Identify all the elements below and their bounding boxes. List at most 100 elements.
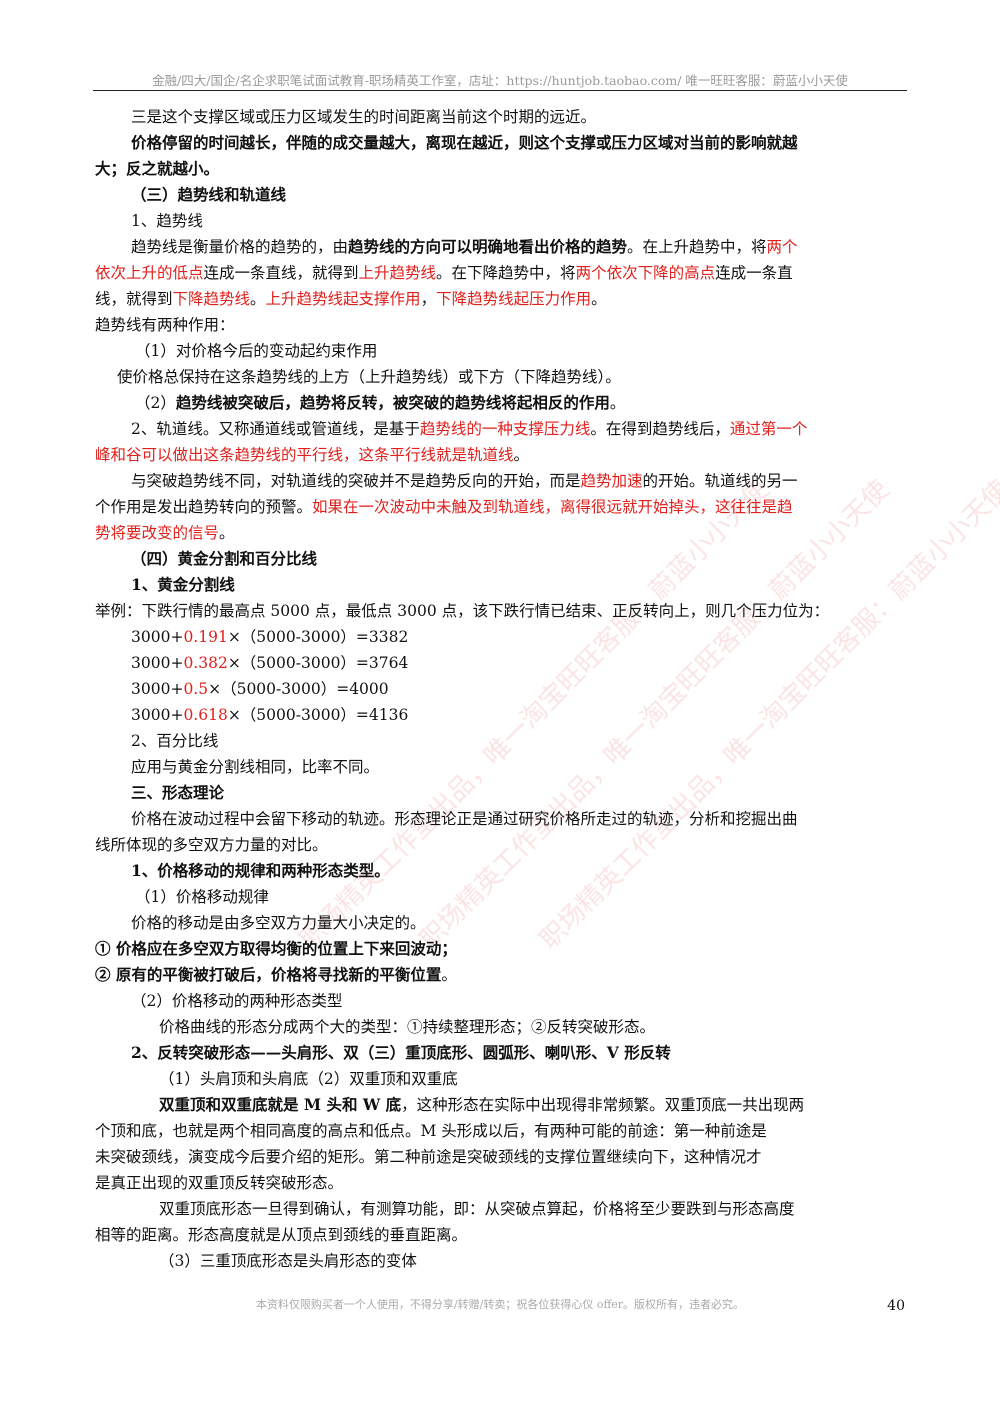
text-line: 1、价格移动的规律和两种形态类型。 [95,858,895,884]
text-line: （1）价格移动规律 [95,884,895,910]
text-segment: 3000+ [131,654,184,672]
text-segment: 3000+ [131,628,184,646]
header-divider [93,90,907,91]
text-segment: 价格的移动是由多空双方力量大小决定的。 [131,914,426,932]
text-line: （2）趋势线被突破后，趋势将反转，被突破的趋势线将起相反的作用。 [95,390,895,416]
text-segment: 趋势线的方向可以明确地看出价格的趋势 [348,237,628,256]
text-segment: （3）三重顶底形态是头肩形态的变体 [159,1252,417,1270]
text-segment: ×（5000-3000）=3764 [227,654,409,672]
text-line: （2）价格移动的两种形态类型 [95,988,895,1014]
text-segment: （1）头肩顶和头肩底（2）双重顶和双重底 [159,1070,458,1088]
text-segment: 双重顶底形态一旦得到确认，有测算功能，即：从突破点算起，价格将至少要跌到与形态高… [159,1200,795,1218]
text-line: 线，就得到下降趋势线。上升趋势线起支撑作用，下降趋势线起压力作用。 [95,286,895,312]
text-line: 势将要改变的信号。 [95,520,895,546]
document-body: 三是这个支撑区域或压力区域发生的时间距离当前这个时期的远近。价格停留的时间越长，… [95,104,895,1274]
text-segment: ×（5000-3000）=4000 [208,680,389,698]
text-segment: 上升趋势线起支撑作用 [265,290,421,308]
text-line: 与突破趋势线不同，对轨道线的突破并不是趋势反向的开始，而是趋势加速的开始。轨道线… [95,468,895,494]
text-segment: 2、反转突破形态——头肩形、双（三）重顶底形、圆弧形、喇叭形、V 形反转 [131,1043,671,1062]
text-segment: ② 原有的平衡被打破后，价格将寻找新的平衡位置 [95,965,442,984]
text-segment: 0.382 [183,654,228,672]
text-segment: 三是这个支撑区域或压力区域发生的时间距离当前这个时期的远近。 [131,108,597,126]
text-segment: 上升趋势线 [358,264,437,282]
text-line: 2、百分比线 [95,728,895,754]
text-line: 价格的移动是由多空双方力量大小决定的。 [95,910,895,936]
text-segment: 。 [250,290,266,308]
text-segment: 下降趋势线起压力作用 [436,290,592,308]
text-segment: 势将要改变的信号 [95,524,220,542]
text-segment: 。 [513,446,530,464]
text-segment: 。在下降趋势中，将 [436,264,576,282]
footer-notice: 本资料仅限购买者一个人使用，不得分享/转赠/转卖；祝各位获得心仪 offer。版… [255,1298,745,1311]
text-line: （3）三重顶底形态是头肩形态的变体 [95,1248,895,1274]
text-segment: 价格在波动过程中会留下移动的轨迹。形态理论正是通过研究价格所走过的轨迹，分析和挖… [131,810,798,828]
text-line: 2、轨道线。又称通道线或管道线，是基于趋势线的一种支撑压力线。在得到趋势线后，通… [95,416,895,442]
text-line: 相等的距离。形态高度就是从顶点到颈线的垂直距离。 [95,1222,895,1248]
text-segment: 2、轨道线。又称通道线或管道线，是基于 [131,420,420,438]
text-line: 线所体现的多空双方力量的对比。 [95,832,895,858]
text-line: （1）对价格今后的变动起约束作用 [95,338,895,364]
text-segment: 价格停留的时间越长，伴随的成交量越大，离现在越近，则这个支撑或压力区域对当前的影… [131,133,798,152]
text-line: 未突破颈线，演变成今后要介绍的矩形。第二种前途是突破颈线的支撑位置继续向下，这种… [95,1144,895,1170]
text-segment: 趋势线是衡量价格的趋势的，由 [131,238,349,256]
text-line: ② 原有的平衡被打破后，价格将寻找新的平衡位置。 [95,962,895,988]
text-segment: 趋势加速 [580,472,643,490]
text-segment: 1、价格移动的规律和两种形态类型。 [131,861,390,880]
text-segment: 2、百分比线 [131,732,219,750]
text-segment: 趋势线被突破后，趋势将反转，被突破的趋势线将起相反的作用 [175,393,610,412]
text-segment: 举例：下跌行情的最高点 5000 点，最低点 3000 点，该下跌行情已结束、正… [95,602,830,620]
text-segment: （2）价格移动的两种形态类型 [131,992,343,1010]
text-line: 依次上升的低点连成一条直线，就得到上升趋势线。在下降趋势中，将两个依次下降的高点… [95,260,895,286]
text-segment: 3000+ [131,706,184,724]
text-line: 双重顶底形态一旦得到确认，有测算功能，即：从突破点算起，价格将至少要跌到与形态高… [95,1196,895,1222]
text-segment: 0.5 [183,680,209,698]
page-number: 40 [887,1298,905,1314]
text-line: 大；反之就越小。 [95,156,895,182]
text-line: 价格停留的时间越长，伴随的成交量越大，离现在越近，则这个支撑或压力区域对当前的影… [95,130,895,156]
text-segment: 相等的距离。形态高度就是从顶点到颈线的垂直距离。 [95,1226,468,1244]
text-segment: 线，就得到 [95,290,173,308]
text-segment: 。 [219,524,235,542]
page-header: 金融/四大/国企/名企求职笔试面试教育-职场精英工作室，店址：https://h… [152,73,848,88]
text-segment: ， [420,290,437,308]
text-line: 3000+0.191×（5000-3000）=3382 [95,624,895,650]
text-segment: 。 [591,290,607,308]
text-segment: 双重顶和双重底就是 M 头和 W 底 [159,1095,402,1114]
text-segment: 连成一条直线，就得到 [203,264,359,282]
text-segment: 两个 [766,238,798,256]
text-segment: ×（5000-3000）=4136 [227,706,409,724]
text-line: 3000+0.382×（5000-3000）=3764 [95,650,895,676]
text-segment: 。在得到趋势线后， [590,420,730,438]
text-segment: （1）对价格今后的变动起约束作用 [135,342,378,360]
text-line: 1、黄金分割线 [95,572,895,598]
text-line: 是真正出现的双重顶反转突破形态。 [95,1170,895,1196]
text-segment: 连成一条直 [715,264,793,282]
text-segment: 依次上升的低点 [95,264,204,282]
text-line: （四）黄金分割和百分比线 [95,546,895,572]
text-segment: 个顶和底，也就是两个相同高度的高点和低点。M 头形成以后，有两种可能的前途：第一… [95,1122,767,1140]
text-segment: 大；反之就越小。 [95,159,220,178]
text-segment: 。 [609,394,626,412]
text-segment: ，这种形态在实际中出现得非常频繁。双重顶底一共出现两 [401,1096,805,1114]
text-segment: 的开始。轨道线的另一 [642,472,798,490]
text-segment: （2） [135,394,176,412]
text-line: 2、反转突破形态——头肩形、双（三）重顶底形、圆弧形、喇叭形、V 形反转 [95,1040,895,1066]
text-line: 个顶和底，也就是两个相同高度的高点和低点。M 头形成以后，有两种可能的前途：第一… [95,1118,895,1144]
text-segment: 通过第一个 [729,420,808,438]
text-segment: 趋势线有两种作用： [95,316,235,334]
text-segment: 两个依次下降的高点 [575,264,716,282]
text-segment: 0.618 [183,706,228,724]
text-line: 价格曲线的形态分成两个大的类型：①持续整理形态；②反转突破形态。 [95,1014,895,1040]
text-line: 趋势线有两种作用： [95,312,895,338]
text-line: 使价格总保持在这条趋势线的上方（上升趋势线）或下方（下降趋势线）。 [95,364,895,390]
text-segment: 1、黄金分割线 [131,575,235,594]
text-line: ① 价格应在多空双方取得均衡的位置上下来回波动； [95,936,895,962]
text-segment: 使价格总保持在这条趋势线的上方（上升趋势线）或下方（下降趋势线）。 [117,368,621,386]
text-line: 举例：下跌行情的最高点 5000 点，最低点 3000 点，该下跌行情已结束、正… [95,598,895,624]
text-segment: ① 价格应在多空双方取得均衡的位置上下来回波动； [95,939,457,958]
text-segment: 与突破趋势线不同，对轨道线的突破并不是趋势反向的开始，而是 [131,472,581,490]
page-footer: 本资料仅限购买者一个人使用，不得分享/转赠/转卖；祝各位获得心仪 offer。版… [95,1296,905,1316]
text-line: 三、形态理论 [95,780,895,806]
text-line: 1、趋势线 [95,208,895,234]
text-segment: 下降趋势线 [172,290,251,308]
